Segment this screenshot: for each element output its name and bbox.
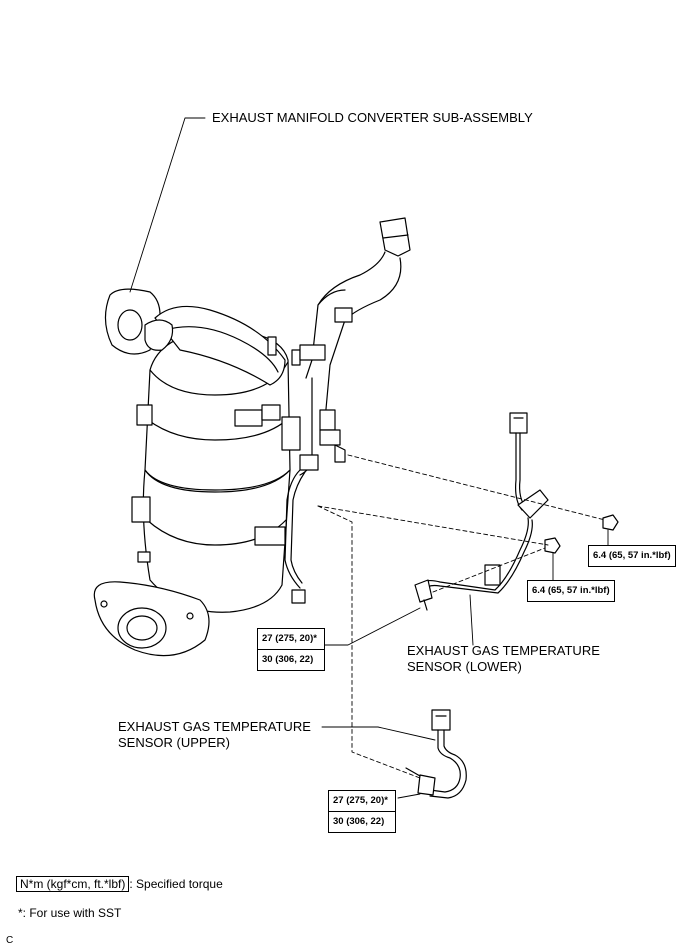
torque-box-sensor-lower: 27 (275, 20)* 30 (306, 22)	[257, 628, 325, 671]
leader-lines	[129, 117, 609, 799]
sensor-wire-routing	[284, 469, 306, 604]
torque-value-sst: 27 (275, 20)*	[333, 795, 388, 806]
torque-box-nut-lower: 6.4 (65, 57 in.*lbf)	[527, 580, 615, 602]
nuts	[544, 514, 619, 554]
torque-value: 30 (306, 22)	[258, 649, 324, 670]
egr-pipe	[299, 217, 411, 476]
converter-label: EXHAUST MANIFOLD CONVERTER SUB-ASSEMBLY	[212, 110, 533, 125]
converter-body	[93, 288, 301, 657]
torque-value: 6.4 (65, 57 in.*lbf)	[593, 550, 671, 561]
figure-code: C	[6, 935, 14, 946]
sensor-lower-label-line2: SENSOR (LOWER)	[407, 659, 522, 674]
dashed-guides	[317, 454, 606, 779]
sensor-upper-label-line1: EXHAUST GAS TEMPERATURE	[118, 719, 311, 734]
torque-value: 6.4 (65, 57 in.*lbf)	[532, 585, 610, 596]
unit-desc: : Specified torque	[129, 877, 223, 891]
unit-key: N*m (kgf*cm, ft.*lbf)	[16, 876, 130, 892]
torque-legend: N*m (kgf*cm, ft.*lbf): Specified torque	[16, 876, 223, 892]
torque-box-nut-upper: 6.4 (65, 57 in.*lbf)	[588, 545, 676, 567]
torque-value-sst: 27 (275, 20)*	[262, 633, 317, 644]
sensor-lower-drawing	[414, 412, 549, 611]
sensor-upper-drawing	[405, 709, 467, 799]
sensor-upper-label-line2: SENSOR (UPPER)	[118, 735, 230, 750]
sensor-lower-label-line1: EXHAUST GAS TEMPERATURE	[407, 643, 600, 658]
torque-value: 30 (306, 22)	[329, 811, 395, 832]
torque-box-sensor-upper: 27 (275, 20)* 30 (306, 22)	[328, 790, 396, 833]
sst-note: *: For use with SST	[18, 906, 122, 920]
